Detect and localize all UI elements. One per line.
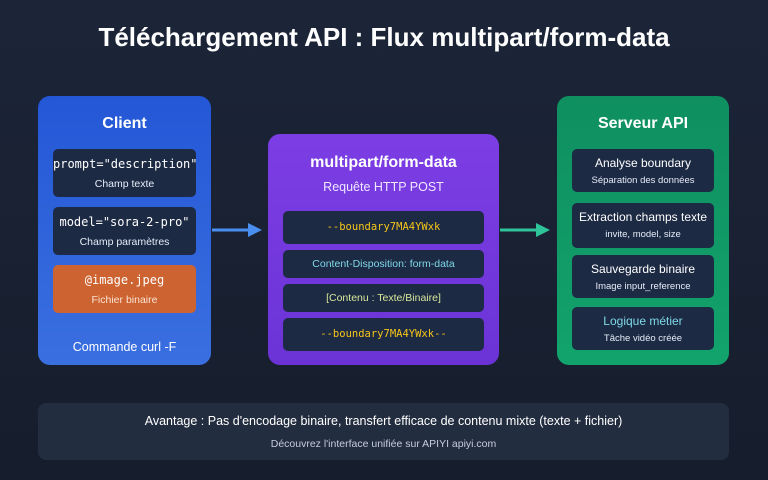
field-value: model="sora-2-pro" bbox=[59, 215, 190, 229]
advantage-note: Avantage : Pas d'encodage binaire, trans… bbox=[38, 403, 729, 460]
field-label: Champ texte bbox=[94, 178, 155, 190]
server-panel: Serveur API Analyse boundary Séparation … bbox=[557, 96, 729, 365]
step-detail: Image input_reference bbox=[595, 281, 691, 292]
advantage-text: Avantage : Pas d'encodage binaire, trans… bbox=[144, 414, 623, 428]
step-detail: invite, model, size bbox=[605, 229, 681, 240]
server-title: Serveur API bbox=[597, 115, 689, 132]
page-title: Téléchargement API : Flux multipart/form… bbox=[98, 22, 670, 52]
content-disposition: Content-Disposition: form-data bbox=[283, 250, 484, 278]
field-label: Champ paramètres bbox=[79, 236, 170, 248]
client-title: Client bbox=[102, 115, 147, 132]
step-title: Analyse boundary bbox=[594, 156, 692, 170]
arrow-right-icon bbox=[212, 223, 262, 237]
part-text: --boundary7MA4YWxk bbox=[326, 221, 441, 233]
field-value: prompt="description" bbox=[53, 157, 198, 171]
server-step-extract: Extraction champs texte invite, model, s… bbox=[572, 203, 714, 248]
step-title: Sauvegarde binaire bbox=[590, 262, 696, 276]
field-value: @image.jpeg bbox=[84, 273, 165, 287]
boundary-start: --boundary7MA4YWxk bbox=[283, 211, 484, 244]
client-footer: Commande curl -F bbox=[72, 340, 177, 354]
part-text: --boundary7MA4YWxk-- bbox=[320, 328, 447, 340]
arrow-right-icon bbox=[500, 223, 550, 237]
client-panel: Client prompt="description" Champ texte … bbox=[38, 96, 211, 365]
server-step-save: Sauvegarde binaire Image input_reference bbox=[572, 255, 714, 298]
step-detail: Séparation des données bbox=[591, 175, 695, 186]
promo-text: Découvrez l'interface unifiée sur APIYI … bbox=[270, 438, 497, 450]
request-panel: multipart/form-data Requête HTTP POST --… bbox=[268, 134, 499, 365]
server-step-logic: Logique métier Tâche vidéo créée bbox=[572, 307, 714, 350]
client-field-prompt: prompt="description" Champ texte bbox=[53, 149, 198, 197]
step-title: Logique métier bbox=[603, 314, 683, 328]
part-text: [Contenu : Texte/Binaire] bbox=[326, 292, 441, 304]
step-detail: Tâche vidéo créée bbox=[603, 333, 683, 344]
field-label: Fichier binaire bbox=[91, 294, 158, 306]
client-field-image: @image.jpeg Fichier binaire bbox=[53, 265, 196, 313]
content-body: [Contenu : Texte/Binaire] bbox=[283, 284, 484, 312]
client-field-model: model="sora-2-pro" Champ paramètres bbox=[53, 207, 196, 255]
step-title: Extraction champs texte bbox=[578, 210, 708, 224]
server-step-boundary: Analyse boundary Séparation des données bbox=[572, 149, 714, 192]
boundary-end: --boundary7MA4YWxk-- bbox=[283, 318, 484, 351]
request-subtitle: Requête HTTP POST bbox=[323, 180, 444, 194]
part-text: Content-Disposition: form-data bbox=[312, 258, 455, 270]
request-title: multipart/form-data bbox=[310, 154, 457, 171]
